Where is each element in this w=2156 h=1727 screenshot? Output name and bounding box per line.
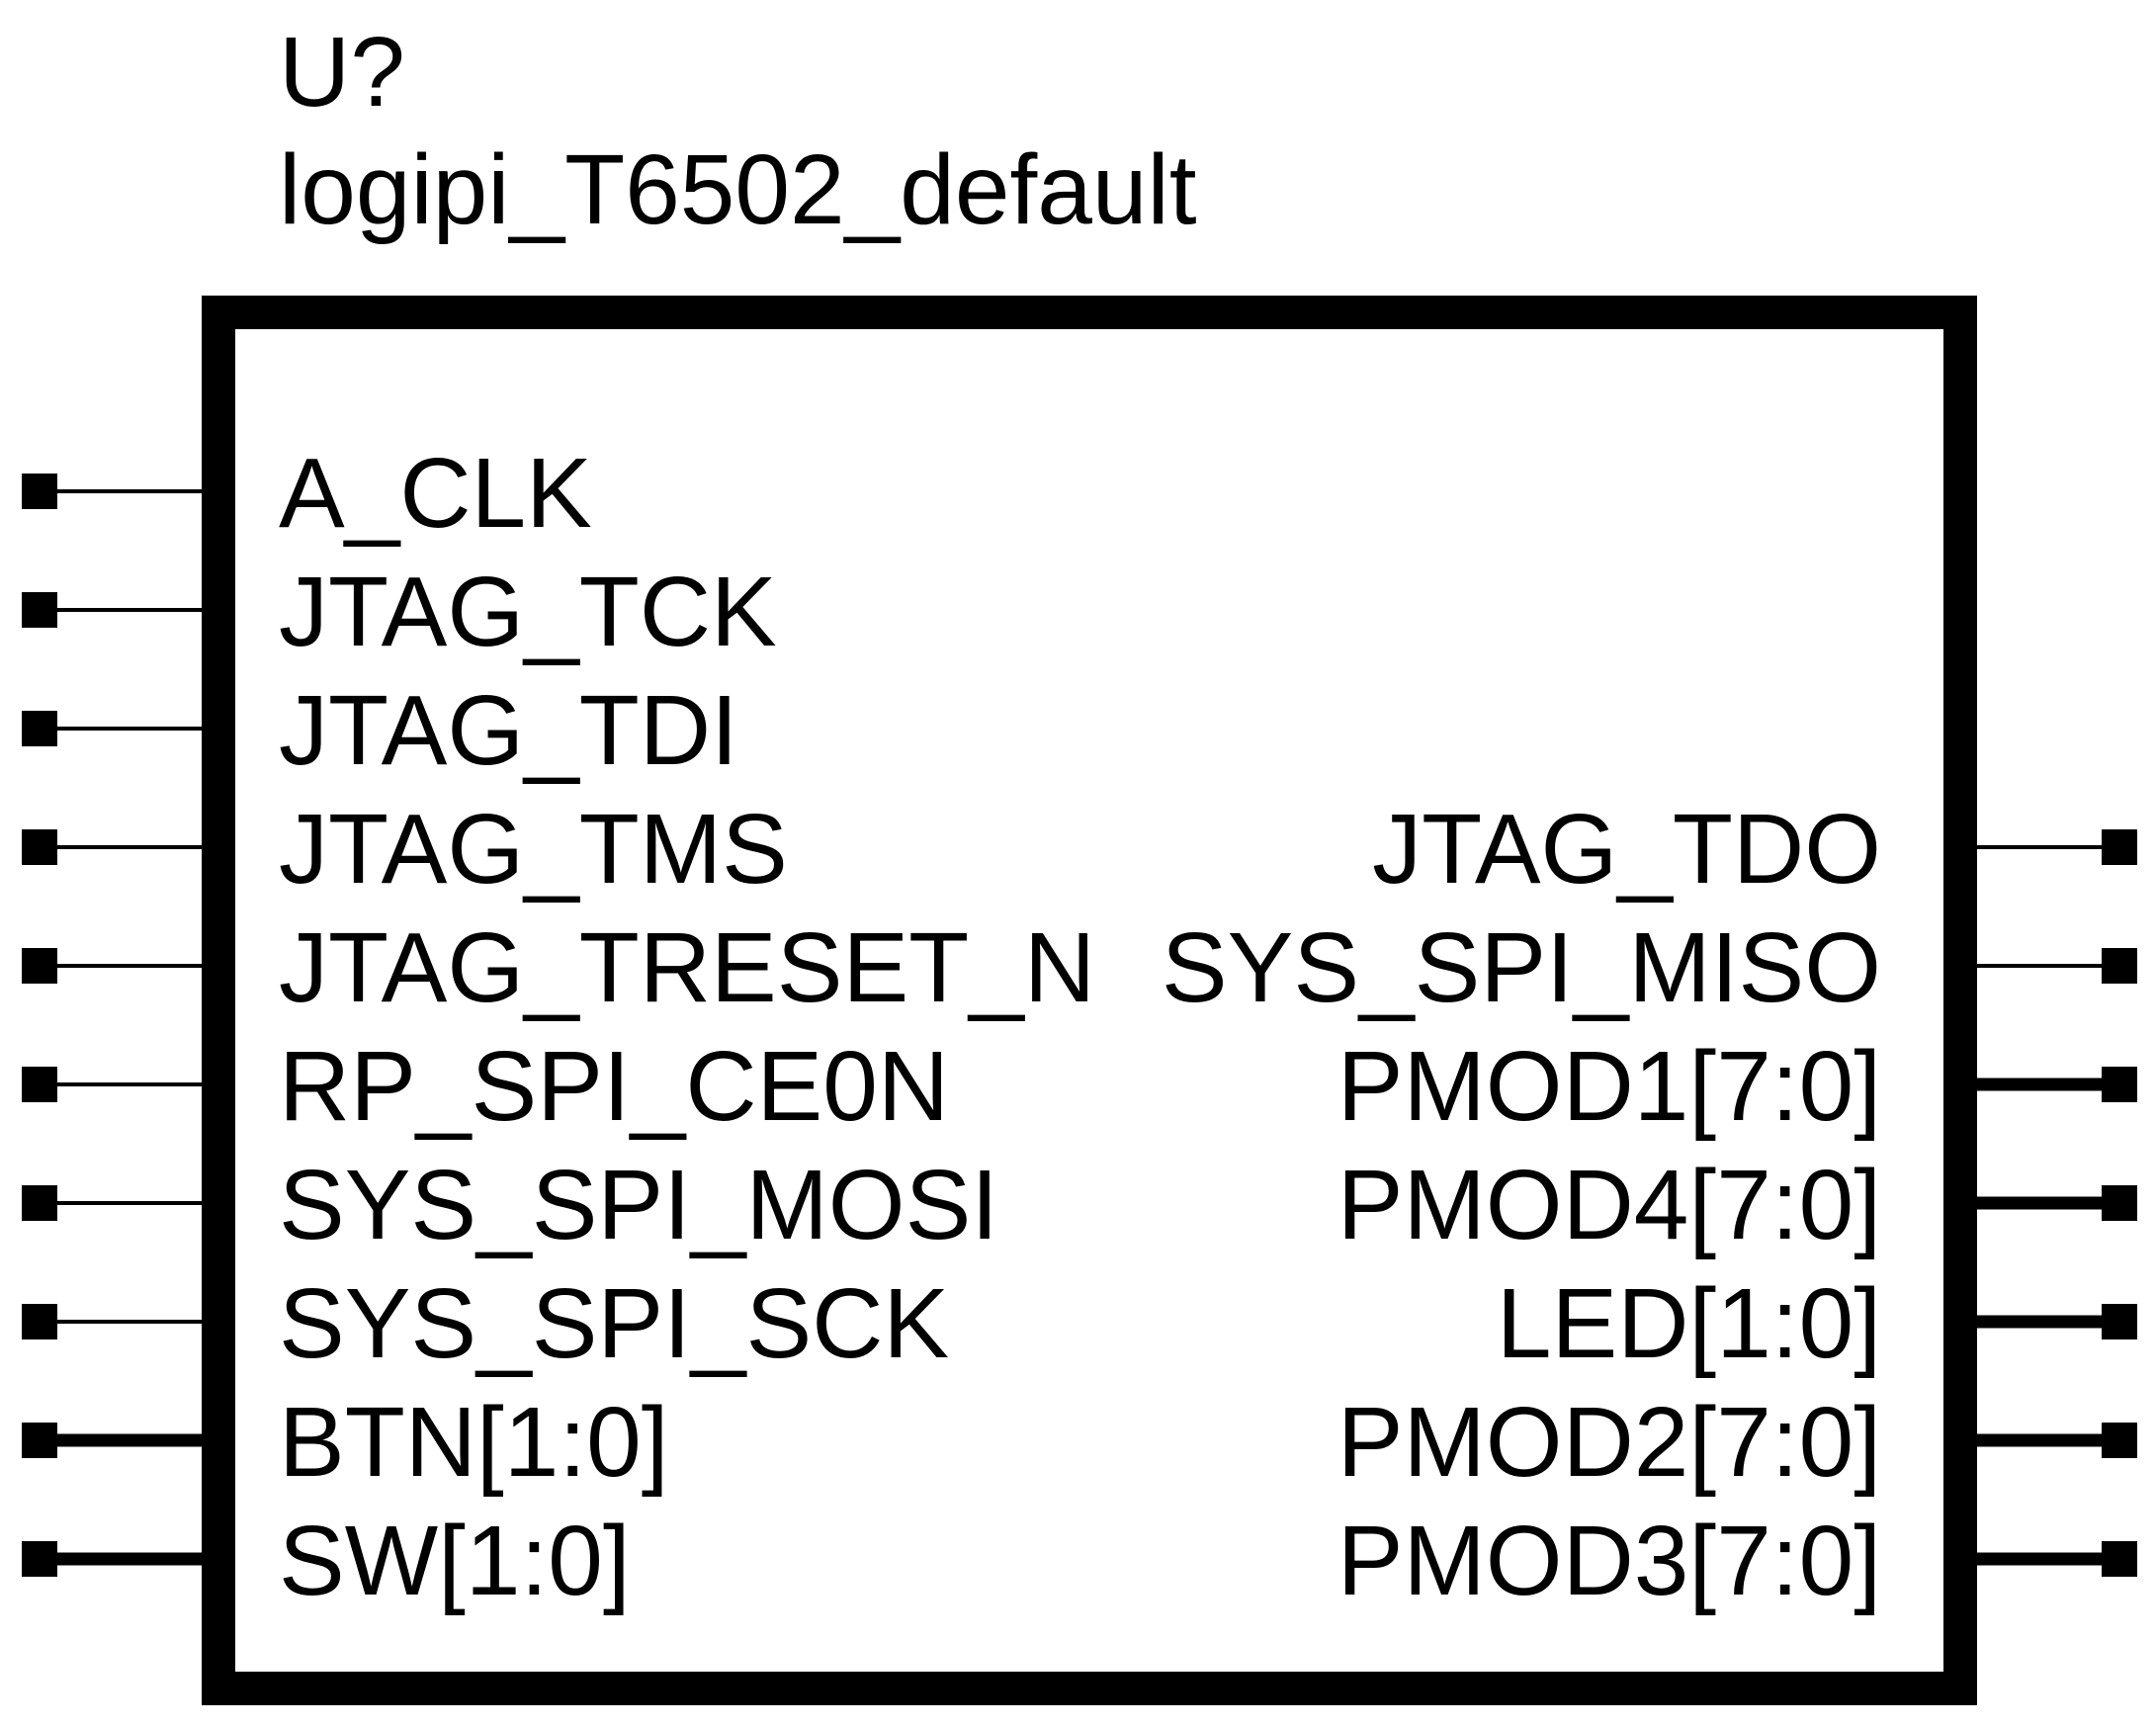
pin-pmod3-7-0-label: PMOD3[7:0] <box>1337 1506 1881 1616</box>
pin-sys-spi-sck-terminal[interactable] <box>22 1304 57 1339</box>
component-body <box>202 296 1977 1705</box>
pin-jtag-tdi-label: JTAG_TDI <box>279 675 738 786</box>
component-reference: U? <box>279 17 405 128</box>
component-value: logipi_T6502_default <box>279 134 1197 245</box>
pin-a-clk-terminal[interactable] <box>22 474 57 509</box>
pin-sys-spi-mosi[interactable]: SYS_SPI_MOSI <box>22 1150 998 1260</box>
pin-rp-spi-ce0n-label: RP_SPI_CE0N <box>279 1031 949 1142</box>
pin-jtag-tdo[interactable]: JTAG_TDO <box>1372 794 2137 905</box>
pin-sw-1-0-label: SW[1:0] <box>279 1506 631 1616</box>
pin-jtag-tms-label: JTAG_TMS <box>279 794 788 905</box>
pin-jtag-tck-label: JTAG_TCK <box>279 557 777 667</box>
pin-sys-spi-sck[interactable]: SYS_SPI_SCK <box>22 1268 949 1379</box>
pin-jtag-tdi-terminal[interactable] <box>22 711 57 746</box>
pin-pmod3-7-0-terminal[interactable] <box>2102 1541 2137 1577</box>
pin-jtag-tms[interactable]: JTAG_TMS <box>22 794 788 905</box>
pin-jtag-tdi[interactable]: JTAG_TDI <box>22 675 738 786</box>
right-pin-group: JTAG_TDOSYS_SPI_MISOPMOD1[7:0]PMOD4[7:0]… <box>1162 794 2137 1616</box>
pin-sys-spi-miso-terminal[interactable] <box>2102 948 2137 984</box>
pin-jtag-treset-n[interactable]: JTAG_TRESET_N <box>22 912 1095 1023</box>
pin-btn-1-0-label: BTN[1:0] <box>279 1387 669 1498</box>
pin-jtag-treset-n-label: JTAG_TRESET_N <box>279 912 1095 1023</box>
pin-pmod2-7-0-terminal[interactable] <box>2102 1423 2137 1458</box>
pin-rp-spi-ce0n[interactable]: RP_SPI_CE0N <box>22 1031 949 1142</box>
left-pin-group: A_CLKJTAG_TCKJTAG_TDIJTAG_TMSJTAG_TRESET… <box>22 438 1095 1616</box>
pin-sys-spi-mosi-label: SYS_SPI_MOSI <box>279 1150 998 1260</box>
pin-jtag-treset-n-terminal[interactable] <box>22 948 57 984</box>
pin-jtag-tdo-terminal[interactable] <box>2102 829 2137 865</box>
pin-pmod2-7-0-label: PMOD2[7:0] <box>1337 1387 1881 1498</box>
pin-pmod1-7-0-label: PMOD1[7:0] <box>1337 1031 1881 1142</box>
pin-pmod4-7-0[interactable]: PMOD4[7:0] <box>1337 1150 2137 1260</box>
pin-jtag-tck-terminal[interactable] <box>22 592 57 628</box>
pin-rp-spi-ce0n-terminal[interactable] <box>22 1067 57 1102</box>
pin-btn-1-0[interactable]: BTN[1:0] <box>22 1387 669 1498</box>
pin-led-1-0-terminal[interactable] <box>2102 1304 2137 1339</box>
pin-led-1-0[interactable]: LED[1:0] <box>1497 1268 2137 1379</box>
pin-pmod3-7-0[interactable]: PMOD3[7:0] <box>1337 1506 2137 1616</box>
pin-jtag-tdo-label: JTAG_TDO <box>1372 794 1881 905</box>
pin-sys-spi-miso[interactable]: SYS_SPI_MISO <box>1162 912 2137 1023</box>
pin-a-clk-label: A_CLK <box>279 438 592 549</box>
pin-pmod1-7-0[interactable]: PMOD1[7:0] <box>1337 1031 2137 1142</box>
pin-sys-spi-sck-label: SYS_SPI_SCK <box>279 1268 949 1379</box>
pin-btn-1-0-terminal[interactable] <box>22 1423 57 1458</box>
pin-pmod1-7-0-terminal[interactable] <box>2102 1067 2137 1102</box>
pin-a-clk[interactable]: A_CLK <box>22 438 592 549</box>
pin-sw-1-0-terminal[interactable] <box>22 1541 57 1577</box>
pin-sw-1-0[interactable]: SW[1:0] <box>22 1506 631 1616</box>
pin-pmod4-7-0-terminal[interactable] <box>2102 1185 2137 1221</box>
pin-led-1-0-label: LED[1:0] <box>1497 1268 1881 1379</box>
pin-jtag-tms-terminal[interactable] <box>22 829 57 865</box>
pin-pmod2-7-0[interactable]: PMOD2[7:0] <box>1337 1387 2137 1498</box>
pin-pmod4-7-0-label: PMOD4[7:0] <box>1337 1150 1881 1260</box>
pin-sys-spi-miso-label: SYS_SPI_MISO <box>1162 912 1881 1023</box>
pin-jtag-tck[interactable]: JTAG_TCK <box>22 557 777 667</box>
pin-sys-spi-mosi-terminal[interactable] <box>22 1185 57 1221</box>
